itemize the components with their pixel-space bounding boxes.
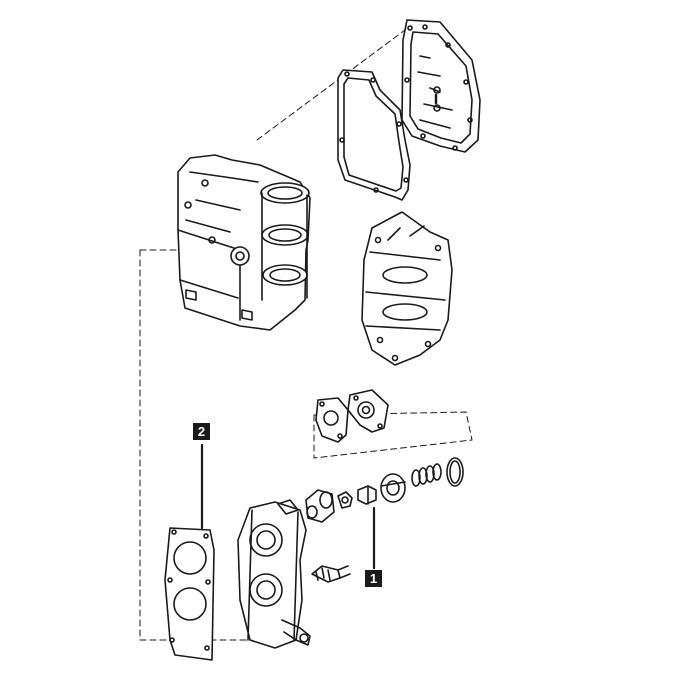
callout-1-label: 1: [365, 570, 382, 587]
thermostat-housing-gasket: [315, 397, 349, 443]
cylinder-head: [237, 499, 311, 649]
assembly-guide-lines: [139, 29, 473, 641]
o-ring: [446, 457, 464, 487]
callout-leader-lines: [200, 443, 376, 570]
cylinder-block: [177, 154, 311, 331]
cover-plate: [401, 19, 481, 153]
relief-valve: [357, 485, 377, 505]
cover-gasket: [337, 69, 411, 201]
thermostat-housing-cover: [347, 389, 389, 433]
water-fitting: [305, 489, 335, 523]
temperature-sensor: [311, 565, 351, 583]
callout-2-label: 2: [193, 423, 210, 440]
relief-valve-cap: [380, 473, 406, 503]
small-fitting: [337, 491, 353, 509]
relief-valve-spring: [411, 463, 442, 487]
crankcase-half: [361, 211, 453, 366]
cylinder-head-gasket: [164, 527, 215, 661]
